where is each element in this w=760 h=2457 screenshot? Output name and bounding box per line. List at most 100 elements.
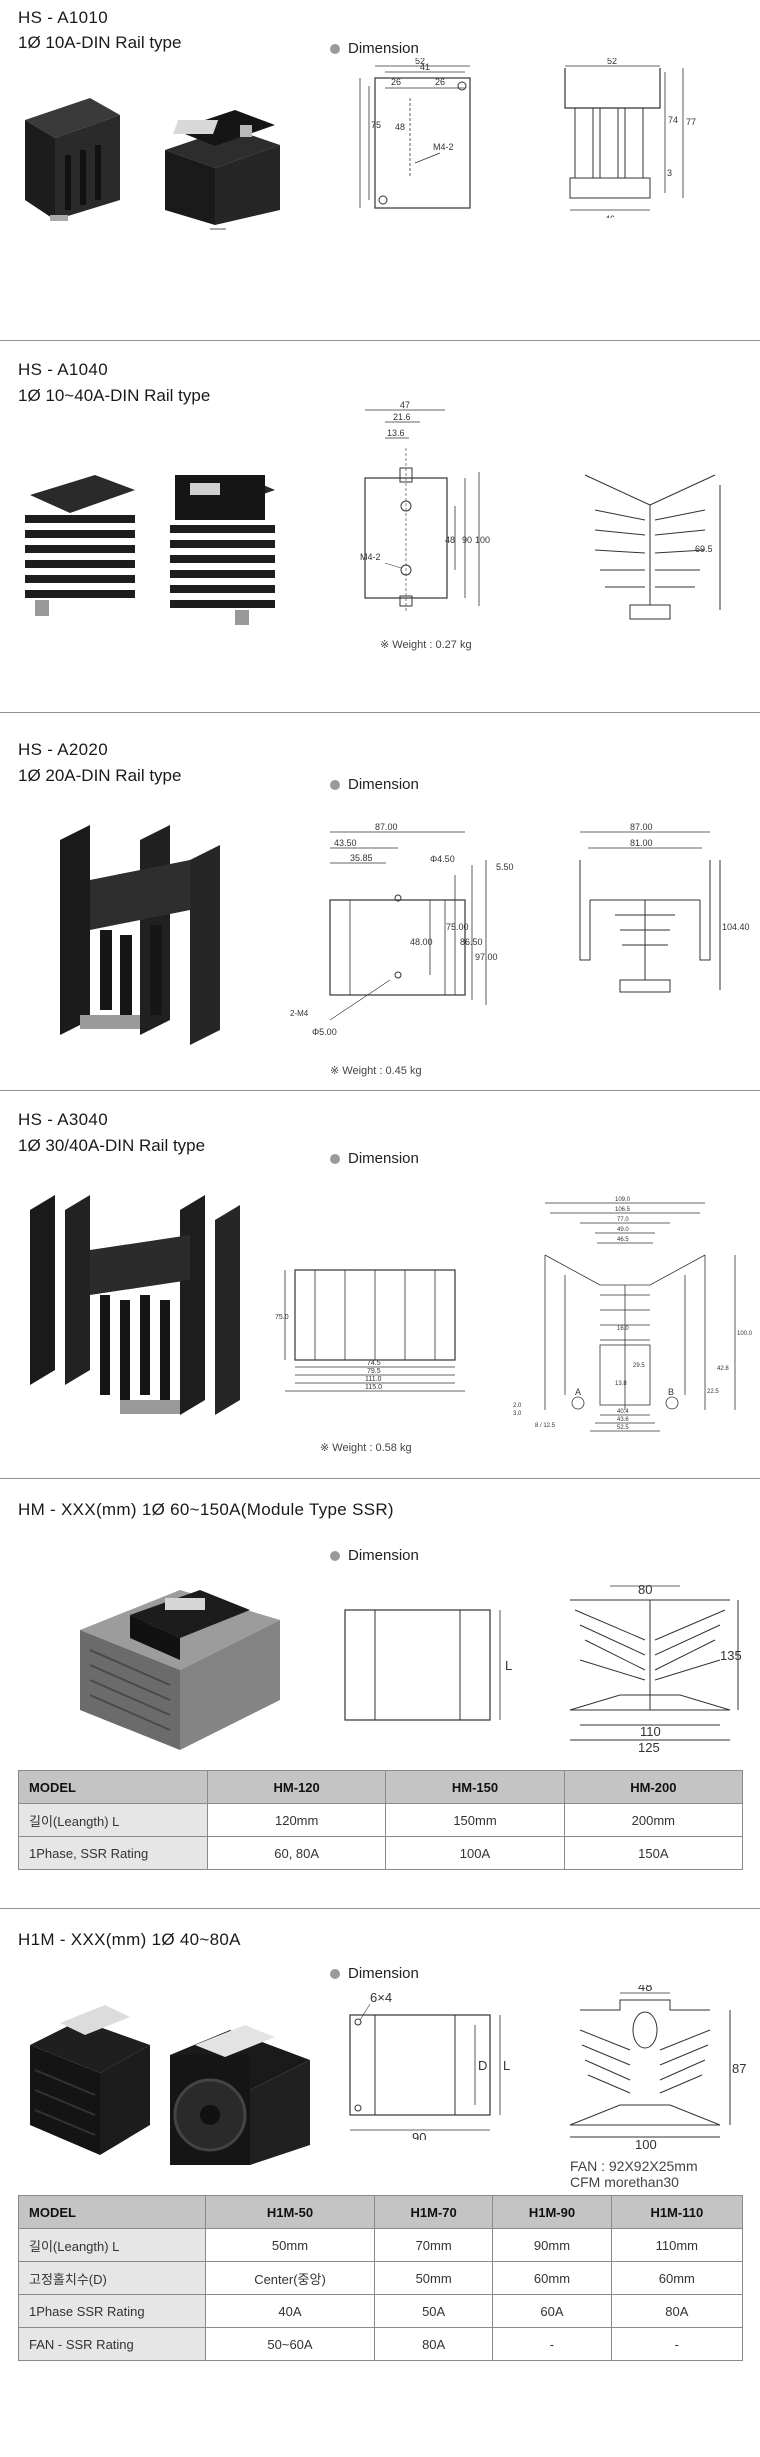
table-cell: 길이(Leangth) L	[18, 2228, 206, 2262]
dimension-label-a2020: Dimension	[330, 776, 419, 793]
dim-text: 21.6	[393, 412, 411, 422]
weight-note-a3040: ※ Weight : 0.58 kg	[320, 1442, 412, 1454]
table-cell: 고정홀치수(D)	[18, 2261, 206, 2295]
table-cell: 50mm	[373, 2261, 494, 2295]
table-cell: 60, 80A	[206, 1836, 387, 1870]
dimension-drawing-h1m-front: 6×4 D L 90	[349, 1990, 510, 2140]
table-cell: 60mm	[492, 2261, 612, 2295]
bullet-dot-icon	[330, 780, 340, 791]
table-header: MODEL	[18, 2195, 206, 2229]
fan-note: FAN : 92X92X25mm	[570, 2158, 698, 2174]
dim-text: M4-2	[433, 142, 454, 152]
dim-text: 22.5	[707, 1389, 719, 1395]
dim-text: Φ4.50	[430, 854, 455, 864]
dim-text: 87	[732, 2061, 746, 2076]
dim-text: 49.0	[617, 1227, 629, 1233]
dim-text: 125	[638, 1740, 660, 1755]
section-subtitle-a1010: 1Ø 10A-DIN Rail type	[18, 33, 182, 52]
dim-text: 81.00	[630, 838, 653, 848]
section-divider	[0, 1090, 760, 1091]
weight-note-a2020: ※ Weight : 0.45 kg	[330, 1065, 422, 1077]
dim-text: 110	[640, 1724, 661, 1739]
table-cell: 150A	[563, 1836, 744, 1870]
dim-text: B	[668, 1387, 674, 1397]
section-subtitle-a1040: 1Ø 10~40A-DIN Rail type	[18, 386, 211, 405]
dim-text: 111.0	[365, 1376, 382, 1383]
dim-text: 48.00	[410, 937, 433, 947]
dim-text: 100	[475, 535, 490, 545]
product-photo-a3040	[30, 1195, 240, 1415]
dim-text: 74	[668, 115, 678, 125]
product-photo-a1010	[25, 98, 280, 230]
section-title-h1m: H1M - XXX(mm) 1Ø 40~80A	[18, 1930, 241, 1949]
dimension-drawing-hm-front: L	[344, 1609, 512, 1721]
dim-text: 90	[462, 535, 472, 545]
dim-text: L	[505, 1658, 512, 1673]
table-header: H1M-90	[492, 2195, 612, 2229]
section-subtitle-a3040: 1Ø 30/40A-DIN Rail type	[18, 1136, 206, 1155]
hm-spec-table: MODEL HM-120 HM-150 HM-200 길이(Leangth) L…	[18, 1770, 744, 1870]
dimension-label-h1m: Dimension	[330, 1965, 419, 1982]
dim-text: 48	[395, 122, 405, 132]
dim-text: 79.5	[367, 1368, 381, 1375]
section-title-a3040: HS - A3040	[18, 1110, 108, 1129]
dimension-drawing-a2020-front: 87.00 43.50 35.85 Φ4.50 5.50 48.00 75.00…	[290, 822, 514, 1037]
table-header: H1M-50	[205, 2195, 375, 2229]
dim-text: 97.00	[475, 952, 498, 962]
table-cell: 1Phase, SSR Rating	[18, 1836, 208, 1870]
table-row: 길이(Leangth) L 50mm 70mm 90mm 110mm	[18, 2228, 744, 2262]
dim-text: 16.0	[617, 1326, 629, 1332]
dim-text: 80	[638, 1582, 652, 1597]
table-cell: FAN - SSR Rating	[18, 2327, 206, 2361]
dim-text: 100.0	[737, 1331, 753, 1337]
table-cell: 120mm	[206, 1803, 387, 1837]
dim-text: 86.50	[460, 937, 483, 947]
dim-text: 135	[720, 1648, 742, 1663]
dim-text: 2-M4	[290, 1009, 309, 1018]
section-divider	[0, 340, 760, 341]
table-cell: -	[610, 2327, 744, 2361]
dim-text: 90	[412, 2130, 426, 2140]
table-cell: 60A	[492, 2294, 612, 2328]
dim-text: 46	[605, 214, 615, 218]
table-cell: 70mm	[373, 2228, 494, 2262]
dim-text: 52	[607, 58, 617, 66]
table-cell: 90mm	[492, 2228, 612, 2262]
dim-text: 48	[638, 1985, 652, 1994]
table-cell: 200mm	[563, 1803, 744, 1837]
table-row: FAN - SSR Rating 50~60A 80A - -	[18, 2327, 744, 2361]
dim-text: 46.5	[617, 1237, 629, 1243]
dim-text: 13.8	[615, 1381, 627, 1387]
dim-text: 47	[400, 400, 410, 410]
section-divider	[0, 712, 760, 713]
dim-text: 6×4	[370, 1990, 392, 2005]
dim-text: 48	[445, 535, 455, 545]
dim-text: 77.0	[617, 1217, 629, 1223]
dim-text: 109.0	[615, 1197, 631, 1203]
dim-text: 42.8	[717, 1366, 729, 1372]
dimension-drawing-a3040-side: 109.0 106.5 77.0 49.0 46.5 16.0 29.5 13.…	[513, 1197, 753, 1432]
table-header-row: MODEL H1M-50 H1M-70 H1M-90 H1M-110	[18, 2195, 744, 2229]
section-title-hm: HM - XXX(mm) 1Ø 60~150A(Module Type SSR)	[18, 1500, 394, 1519]
h1m-spec-table: MODEL H1M-50 H1M-70 H1M-90 H1M-110 길이(Le…	[18, 2195, 744, 2361]
table-header: MODEL	[18, 1770, 208, 1804]
table-cell: 80A	[373, 2327, 494, 2361]
dim-text: 43.50	[334, 838, 357, 848]
dim-text: 8 / 12.5	[535, 1423, 556, 1429]
dim-text: 41	[420, 62, 430, 72]
dim-text: 35.85	[350, 853, 373, 863]
table-header: HM-150	[385, 1770, 565, 1804]
dim-text: L	[503, 2058, 510, 2073]
table-row: 1Phase, SSR Rating 60, 80A 100A 150A	[18, 1836, 744, 1870]
table-header: H1M-110	[610, 2195, 744, 2229]
table-cell: -	[492, 2327, 612, 2361]
dimension-label-hm: Dimension	[330, 1547, 419, 1564]
section-title-a1040: HS - A1040	[18, 360, 108, 379]
dim-text: 26	[435, 77, 445, 87]
table-row: 1Phase SSR Rating 40A 50A 60A 80A	[18, 2294, 744, 2328]
dim-text: 40.4	[617, 1409, 629, 1415]
cfm-note: CFM morethan30	[570, 2174, 679, 2190]
dim-text: 104.40	[722, 922, 750, 932]
dim-text: 3.0	[513, 1411, 522, 1417]
table-cell: Center(중앙)	[205, 2261, 375, 2295]
